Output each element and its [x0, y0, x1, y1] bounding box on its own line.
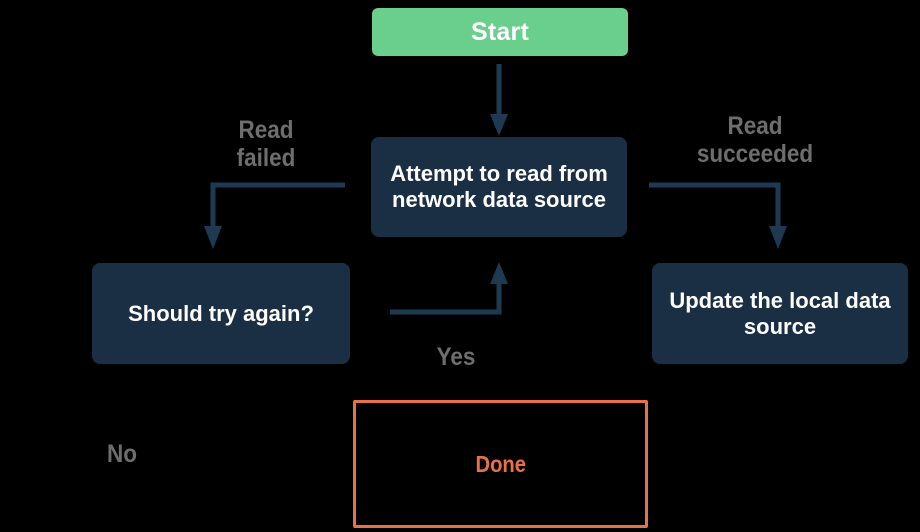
- node-start[interactable]: Start: [372, 8, 628, 56]
- node-attempt-read[interactable]: Attempt to read from network data source: [371, 137, 627, 237]
- node-update-local-source-label: Update the local data source: [669, 287, 891, 339]
- node-should-try-again-label: Should try again?: [128, 300, 314, 326]
- node-should-try-again[interactable]: Should try again?: [92, 263, 350, 364]
- node-done[interactable]: Done: [353, 400, 648, 528]
- edge-label-yes: Yes: [436, 343, 476, 371]
- edge-label-read-succeeded: Read succeeded: [696, 112, 814, 168]
- edge-start-to-attempt: [490, 64, 508, 136]
- edge-attempt-to-update: [649, 182, 787, 249]
- edge-attempt-to-retry: [204, 182, 345, 249]
- node-attempt-read-label: Attempt to read from network data source: [390, 161, 608, 212]
- edge-label-read-failed: Read failed: [236, 116, 296, 172]
- node-done-label: Done: [475, 450, 526, 477]
- node-start-label: Start: [471, 17, 529, 46]
- node-update-local-source[interactable]: Update the local data source: [652, 263, 908, 364]
- edge-label-no: No: [106, 440, 137, 468]
- edge-retry-to-attempt: [390, 262, 508, 315]
